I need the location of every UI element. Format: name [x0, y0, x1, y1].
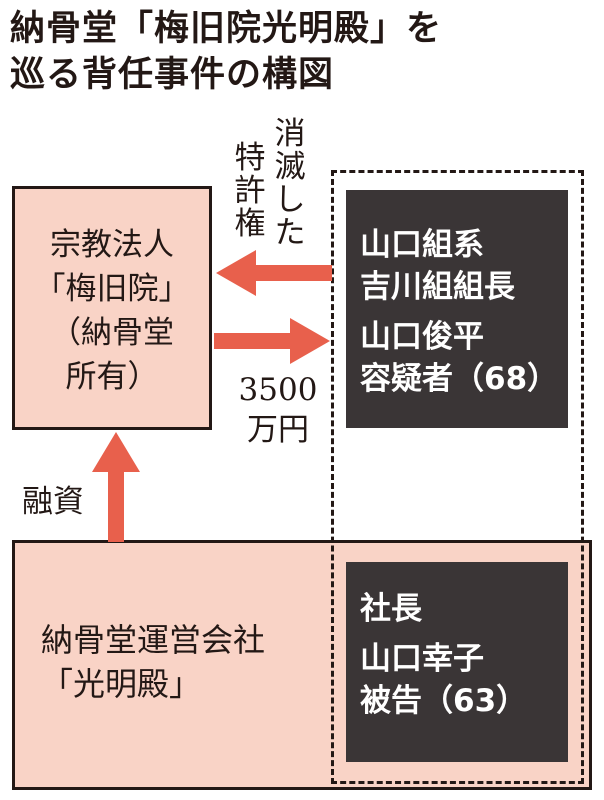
- president-line-2: 山口幸子: [360, 641, 484, 677]
- title-line-1: 納骨堂「梅旧院光明殿」を: [10, 9, 443, 49]
- religious-corp-line-1: 宗教法人: [50, 227, 174, 263]
- boss-line-1: 山口組系: [360, 227, 484, 263]
- family-dashed-group: [331, 170, 584, 784]
- boss-box: 山口組系 吉川組組長 山口俊平 容疑者（68）: [346, 190, 568, 428]
- religious-corp-line-4: 所有）: [65, 359, 159, 395]
- religious-corp-line-2: 「梅旧院」: [34, 271, 190, 307]
- boss-line-2: 吉川組組長: [360, 269, 515, 305]
- operating-company-line-2: 「光明殿」: [41, 665, 202, 703]
- financing-label: 融資: [22, 484, 84, 520]
- patent-label-col-2: 消滅した: [274, 116, 306, 251]
- diagram-title: 納骨堂「梅旧院光明殿」を 巡る背任事件の構図: [10, 6, 590, 98]
- patent-label-col-1: 特許権: [234, 140, 266, 242]
- money-arrow: [214, 318, 330, 364]
- boss-line-4: 容疑者（68）: [360, 361, 559, 397]
- financing-arrow: [92, 432, 140, 542]
- operating-company-line-1: 納骨堂運営会社: [41, 621, 266, 659]
- president-line-3: 被告（63）: [360, 683, 528, 719]
- money-line-2: 万円: [247, 412, 309, 448]
- money-line-1: 3500: [238, 372, 318, 408]
- religious-corp-line-3: （納骨堂: [50, 315, 174, 351]
- patent-arrow: [216, 250, 332, 296]
- operating-company-label: 納骨堂運営会社 「光明殿」: [41, 618, 265, 706]
- president-box: 社長 山口幸子 被告（63）: [346, 562, 568, 762]
- title-line-2: 巡る背任事件の構図: [10, 55, 335, 95]
- money-amount-label: 3500 万円: [226, 370, 330, 450]
- boss-label: 山口組系 吉川組組長 山口俊平 容疑者（68）: [360, 224, 558, 400]
- president-line-1: 社長: [360, 591, 422, 627]
- president-label: 社長 山口幸子 被告（63）: [360, 588, 527, 722]
- boss-line-3: 山口俊平: [360, 319, 484, 355]
- religious-corp-box: 宗教法人 「梅旧院」 （納骨堂 所有）: [12, 186, 212, 430]
- religious-corp-label: 宗教法人 「梅旧院」 （納骨堂 所有）: [15, 223, 209, 399]
